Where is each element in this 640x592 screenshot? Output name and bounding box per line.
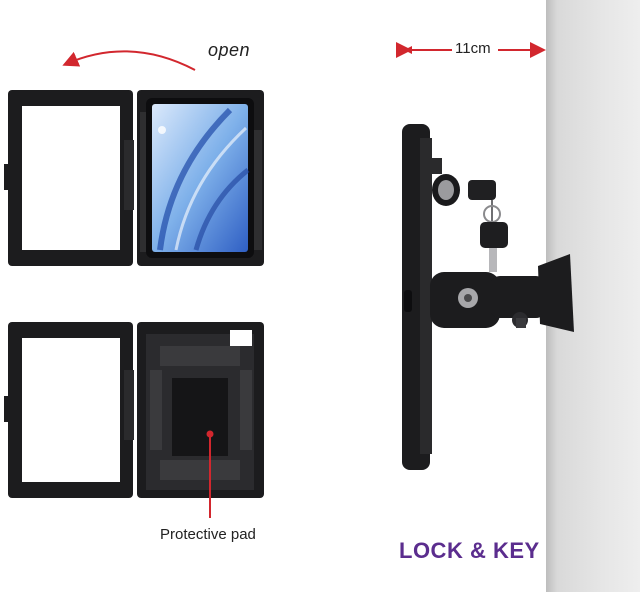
lock-and-key-title: LOCK & KEY bbox=[399, 538, 540, 563]
open-arrow bbox=[62, 50, 196, 71]
open-enclosure-empty bbox=[4, 322, 264, 498]
dimension-label: 11cm bbox=[453, 40, 493, 57]
protective-pad bbox=[172, 378, 228, 456]
wall-mount-side-view bbox=[402, 124, 574, 470]
protective-pad-label: Protective pad bbox=[160, 526, 256, 543]
open-enclosure-with-tablet bbox=[4, 90, 264, 266]
open-label: open bbox=[208, 40, 251, 60]
